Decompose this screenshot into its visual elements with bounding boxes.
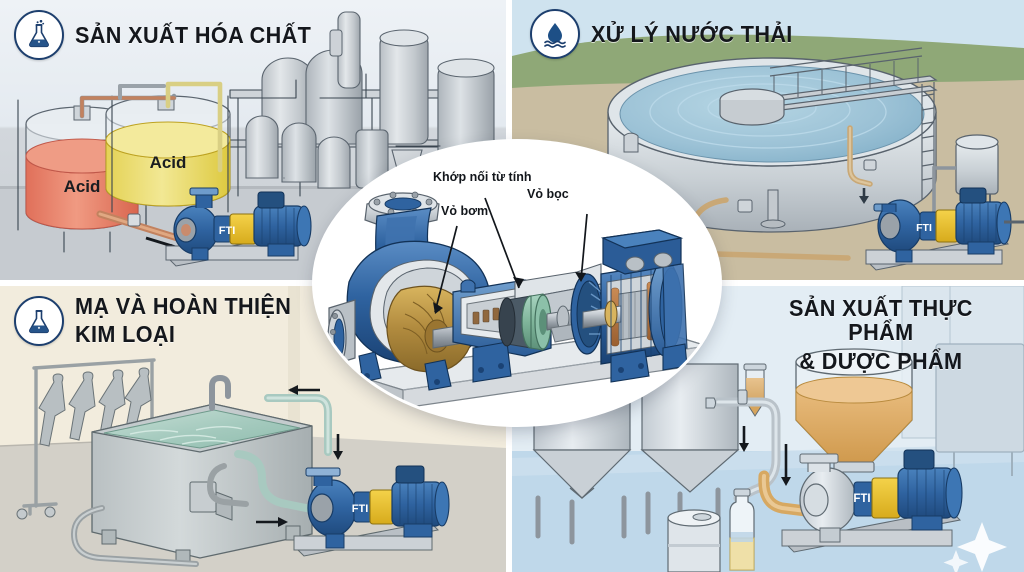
food-pharma-illustration: FTI	[512, 286, 1024, 572]
pump-brand-plating: FTI	[352, 503, 369, 515]
panel-title-food-line1: SẢN XUẤT THỰC PHẨM	[789, 295, 973, 346]
pump-brand-food: FTI	[853, 493, 870, 505]
panel-title-chemical: SẢN XUẤT HÓA CHẤT	[75, 21, 312, 48]
panel-title-plating-line1: MẠ VÀ HOÀN THIỆN	[75, 293, 292, 319]
panel-title-plating-line2: KIM LOẠI	[75, 321, 176, 348]
pump-cutaway-inset: Khớp nối từ tính Vỏ bọc Vỏ bơm	[315, 142, 719, 424]
sparkle-icon	[957, 522, 1007, 572]
pump-plating: FTI	[293, 465, 450, 557]
flask-icon	[14, 10, 64, 60]
pump-food: FTI	[781, 449, 963, 553]
callout-magnetic-coupling: Khớp nối từ tính	[433, 170, 532, 184]
water-drop-icon	[530, 9, 580, 59]
panel-title-food-line2: & DƯỢC PHẨM	[799, 347, 963, 374]
svg-text:Acid: Acid	[150, 153, 187, 172]
svg-text:Acid: Acid	[64, 177, 101, 196]
flask-icon	[14, 296, 64, 346]
panel-title-wastewater: XỬ LÝ NƯỚC THẢI	[591, 20, 793, 47]
pump-brand-chemical: FTI	[219, 225, 236, 237]
panel-metal-plating: FTI MẠ VÀ HOÀN THIỆN KIM LOẠI	[0, 286, 506, 572]
pump-wastewater: FTI	[865, 187, 1024, 271]
callout-pump-casing: Vỏ bơm	[441, 204, 489, 218]
callout-containment-shell: Vỏ bọc	[527, 187, 569, 201]
pump-brand-wastewater: FTI	[916, 222, 932, 234]
pump-chemical: FTI	[165, 187, 312, 267]
